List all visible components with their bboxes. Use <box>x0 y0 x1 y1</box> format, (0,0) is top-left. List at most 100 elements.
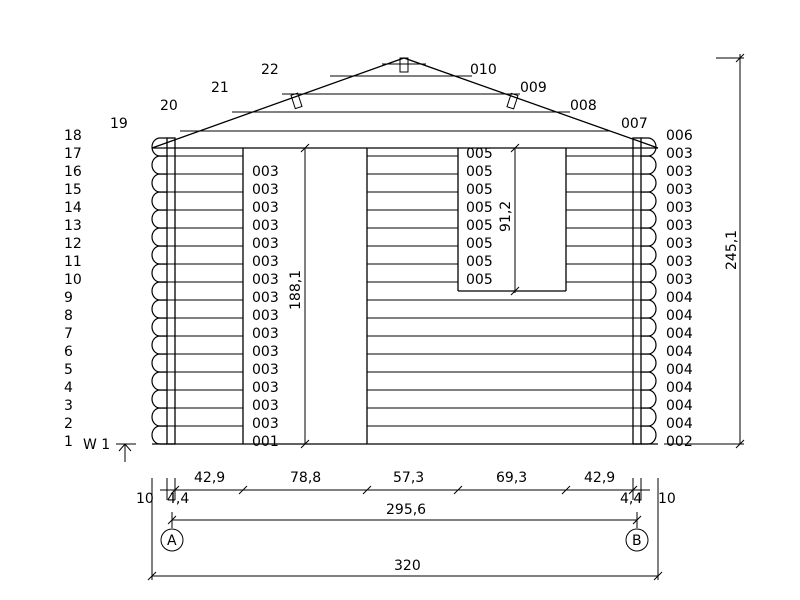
right-wall-code: 004 <box>666 326 693 342</box>
log-end-right <box>641 407 657 427</box>
log-end-left <box>151 173 167 193</box>
right-wall-code: 003 <box>666 146 693 162</box>
segment-5-label: 42,9 <box>584 470 615 486</box>
window-code: 005 <box>466 236 493 252</box>
gable-label-20: 20 <box>160 98 178 114</box>
wall-label-marker: W 1 <box>83 437 136 462</box>
log-end-left <box>151 281 167 301</box>
width-dimensions: 42,9 78,8 57,3 69,3 42,9 4,4 4,4 10 10 2… <box>136 470 676 581</box>
log-end-right <box>641 263 657 283</box>
window-code: 005 <box>466 200 493 216</box>
row-number: 17 <box>64 146 82 162</box>
log-end-right <box>641 353 657 373</box>
left-wall-code: 003 <box>252 164 279 180</box>
segment-1-label: 42,9 <box>194 470 225 486</box>
left-wall-code: 003 <box>252 344 279 360</box>
log-end-right <box>641 389 657 409</box>
right-wall-code: 003 <box>666 200 693 216</box>
left-wall-code: 003 <box>252 416 279 432</box>
gable-label-007: 007 <box>621 116 648 132</box>
wall-label: W 1 <box>83 437 110 453</box>
window-height-dimension: 91,2 <box>498 143 520 296</box>
right-wall-code: 004 <box>666 362 693 378</box>
wall-outline <box>152 137 658 445</box>
left-wall-code: 003 <box>252 290 279 306</box>
log-end-right <box>641 335 657 355</box>
right-wall-code: 004 <box>666 344 693 360</box>
window-code: 005 <box>466 254 493 270</box>
log-end-right <box>641 245 657 265</box>
right-wall-code: 003 <box>666 254 693 270</box>
row-number: 14 <box>64 200 82 216</box>
right-wall-code: 003 <box>666 236 693 252</box>
axis-marker-b: B <box>625 528 649 552</box>
right-wall-code: 003 <box>666 218 693 234</box>
gable <box>151 57 659 149</box>
row-number: 10 <box>64 272 82 288</box>
log-end-right <box>641 155 657 175</box>
log-end-left <box>151 137 167 157</box>
gable-label-21: 21 <box>211 80 229 96</box>
axis-marker-a: A <box>160 528 184 552</box>
gable-label-19: 19 <box>110 116 128 132</box>
window-code: 005 <box>466 218 493 234</box>
total-width-label: 320 <box>394 558 421 574</box>
left-wall-code: 003 <box>252 308 279 324</box>
total-height-label: 245,1 <box>724 230 740 270</box>
segment-3-label: 57,3 <box>393 470 424 486</box>
left-wall-code: 003 <box>252 236 279 252</box>
row-number: 4 <box>64 380 73 396</box>
log-end-left <box>151 389 167 409</box>
row-number: 18 <box>64 128 82 144</box>
window-code: 005 <box>466 182 493 198</box>
left-corner-label: 4,4 <box>167 491 189 507</box>
left-wall-code: 003 <box>252 398 279 414</box>
row-number: 16 <box>64 164 82 180</box>
left-wall-code: 003 <box>252 182 279 198</box>
log-end-right <box>641 317 657 337</box>
row-number: 12 <box>64 236 82 252</box>
right-corner-label: 4,4 <box>620 491 642 507</box>
log-end-right <box>641 281 657 301</box>
right-wall-code: 004 <box>666 308 693 324</box>
window-code: 005 <box>466 164 493 180</box>
log-end-right <box>641 209 657 229</box>
left-wall-code: 003 <box>252 380 279 396</box>
right-overhang-label: 10 <box>658 491 676 507</box>
log-end-left <box>151 263 167 283</box>
right-wall-code: 004 <box>666 398 693 414</box>
row-number: 2 <box>64 416 73 432</box>
log-end-left <box>151 299 167 319</box>
log-end-left <box>151 155 167 175</box>
wall-logs <box>160 155 650 427</box>
row-number: 15 <box>64 182 82 198</box>
log-end-right <box>641 227 657 247</box>
log-end-right <box>641 371 657 391</box>
log-end-right <box>641 425 657 445</box>
left-wall-code: 003 <box>252 254 279 270</box>
row-number: 8 <box>64 308 73 324</box>
gable-label-010: 010 <box>470 62 497 78</box>
row-number: 1 <box>64 434 73 450</box>
left-wall-code: 003 <box>252 326 279 342</box>
right-wall-code: 003 <box>666 182 693 198</box>
right-wall-code: 006 <box>666 128 693 144</box>
gable-label-008: 008 <box>570 98 597 114</box>
segment-ticks <box>170 485 638 495</box>
door-height-dimension: 188,1 <box>288 143 310 449</box>
log-end-left <box>151 227 167 247</box>
axis-b-label: B <box>632 533 642 549</box>
left-wall-code: 003 <box>252 200 279 216</box>
window-code: 005 <box>466 272 493 288</box>
segment-2-label: 78,8 <box>290 470 321 486</box>
log-end-right <box>641 173 657 193</box>
log-ends-left <box>151 137 167 445</box>
gable-labels: 19 20 21 22 010 009 008 007 <box>110 62 648 132</box>
left-wall-code: 001 <box>252 434 279 450</box>
row-number: 7 <box>64 326 73 342</box>
axis-a-label: A <box>167 533 177 549</box>
right-wall-code: 003 <box>666 272 693 288</box>
